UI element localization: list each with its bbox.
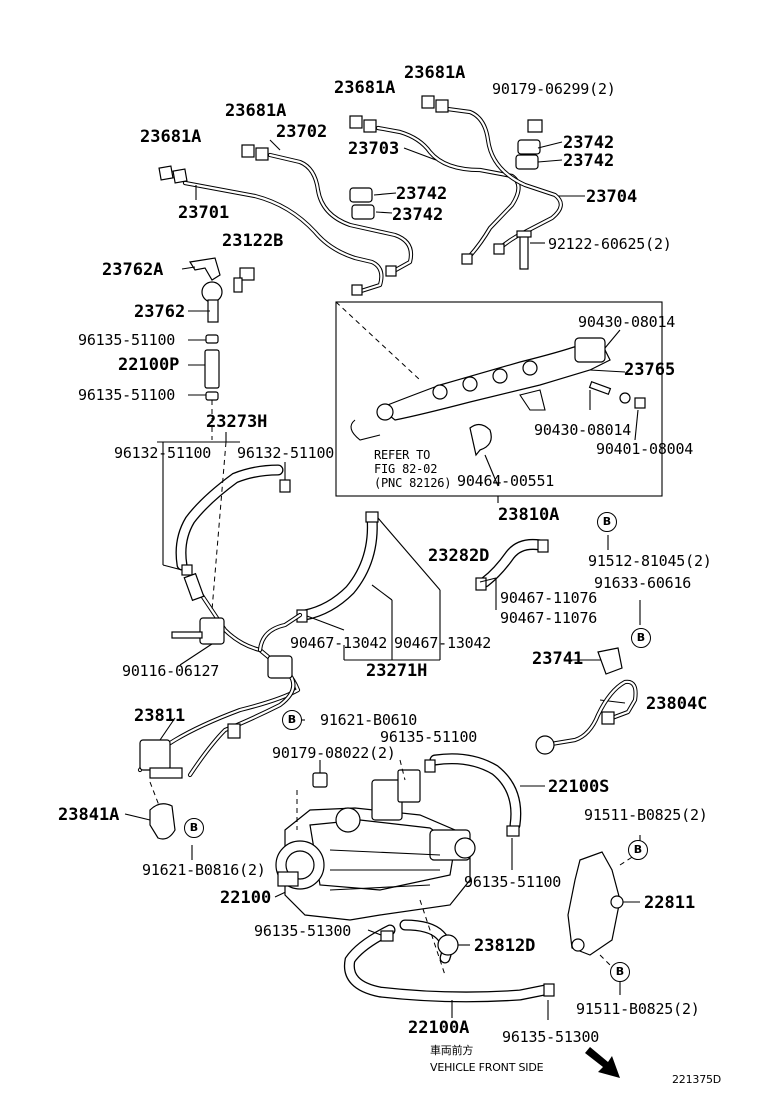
label-23762A: 23762A [102, 260, 164, 280]
marker-b-2: B [631, 628, 651, 648]
marker-b-4: B [184, 818, 204, 838]
fuel-rail-detail [350, 337, 646, 457]
label-96132-51100-2: 96132-51100 [237, 444, 335, 462]
label-91511-B0825-2: 91511-B0825(2) [576, 1000, 700, 1018]
label-96135-51100-2: 96135-51100 [78, 386, 176, 404]
label-22100: 22100 [220, 888, 272, 908]
bracket-23841A [149, 803, 176, 840]
label-23741: 23741 [532, 649, 584, 669]
label-22100P: 22100P [118, 355, 180, 375]
label-23742-2: 23742 [563, 151, 615, 171]
front-arrow-icon [585, 1047, 620, 1078]
label-23122B: 23122B [222, 231, 284, 251]
label-90401-08004: 90401-08004 [596, 440, 694, 458]
label-90467-11076-1: 90467-11076 [500, 589, 598, 607]
label-96135-51300-1: 96135-51300 [254, 922, 352, 940]
injection-pump-22100 [275, 769, 476, 921]
detail-box [335, 301, 663, 497]
label-91512-81045: 91512-81045(2) [588, 552, 712, 570]
label-90464-00551: 90464-00551 [457, 472, 555, 490]
label-23703: 23703 [348, 139, 400, 159]
label-23841A: 23841A [58, 805, 120, 825]
label-22100S: 22100S [548, 777, 610, 797]
label-23742-4: 23742 [392, 205, 444, 225]
label-90179-08022: 90179-08022(2) [272, 744, 396, 762]
label-22100A: 22100A [408, 1018, 470, 1038]
label-23762: 23762 [134, 302, 186, 322]
front-side-japanese: 車両前方 [430, 1044, 474, 1057]
label-92122-60625: 92122-60625(2) [548, 235, 672, 253]
label-91621-B0816: 91621-B0816(2) [142, 861, 266, 879]
label-91621-B0610: 91621-B0610 [320, 711, 418, 729]
label-23701: 23701 [178, 203, 230, 223]
label-23812D: 23812D [474, 936, 536, 956]
label-96132-51100-1: 96132-51100 [114, 444, 212, 462]
label-23271H: 23271H [366, 661, 428, 681]
label-90430-08014-2: 90430-08014 [534, 421, 632, 439]
label-23681A-1: 23681A [334, 78, 396, 98]
drawing-id: 221375D [672, 1073, 722, 1086]
marker-b-6: B [610, 962, 630, 982]
label-23681A-4: 23681A [140, 127, 202, 147]
marker-b-5: B [628, 840, 648, 860]
label-23704: 23704 [586, 187, 638, 207]
front-side-english: VEHICLE FRONT SIDE [430, 1061, 544, 1074]
label-23681A-2: 23681A [404, 63, 466, 83]
label-96135-51100-1: 96135-51100 [78, 331, 176, 349]
label-23742-3: 23742 [396, 184, 448, 204]
label-23273H: 23273H [206, 412, 268, 432]
return-fitting-group [189, 257, 255, 440]
marker-b-3: B [282, 710, 302, 730]
hose-clips [181, 479, 555, 997]
label-23742-1: 23742 [563, 133, 615, 153]
injection-pipes [158, 95, 563, 296]
leak-pipe-23811 [137, 572, 303, 779]
label-90467-13042-2: 90467-13042 [394, 634, 492, 652]
marker-b-1: B [597, 512, 617, 532]
refer-line-3: (PNC 82126) [374, 476, 452, 490]
label-23681A-3: 23681A [225, 101, 287, 121]
label-96135-51100-4: 96135-51100 [464, 873, 562, 891]
refer-line-2: FIG 82-02 [374, 462, 438, 476]
label-23765: 23765 [624, 360, 676, 380]
label-90430-08014-1: 90430-08014 [578, 313, 676, 331]
refer-line-1: REFER TO [374, 448, 431, 462]
label-23811: 23811 [134, 706, 186, 726]
label-90179-06299: 90179-06299(2) [492, 80, 616, 98]
pipe-23804C [535, 647, 638, 755]
sensor-23812D [437, 934, 459, 956]
label-90467-11076-2: 90467-11076 [500, 609, 598, 627]
label-91511-B0825-1: 91511-B0825(2) [584, 806, 708, 824]
label-91633-60616: 91633-60616 [594, 574, 692, 592]
bracket-22811 [567, 851, 621, 956]
label-96135-51300-2: 96135-51300 [502, 1028, 600, 1046]
label-23810A: 23810A [498, 505, 560, 525]
label-90116-06127: 90116-06127 [122, 662, 220, 680]
label-23702: 23702 [276, 122, 328, 142]
label-96135-51100-3: 96135-51100 [380, 728, 478, 746]
label-22811: 22811 [644, 893, 696, 913]
label-23804C: 23804C [646, 694, 708, 714]
label-90467-13042-1: 90467-13042 [290, 634, 388, 652]
label-23282D: 23282D [428, 546, 490, 566]
